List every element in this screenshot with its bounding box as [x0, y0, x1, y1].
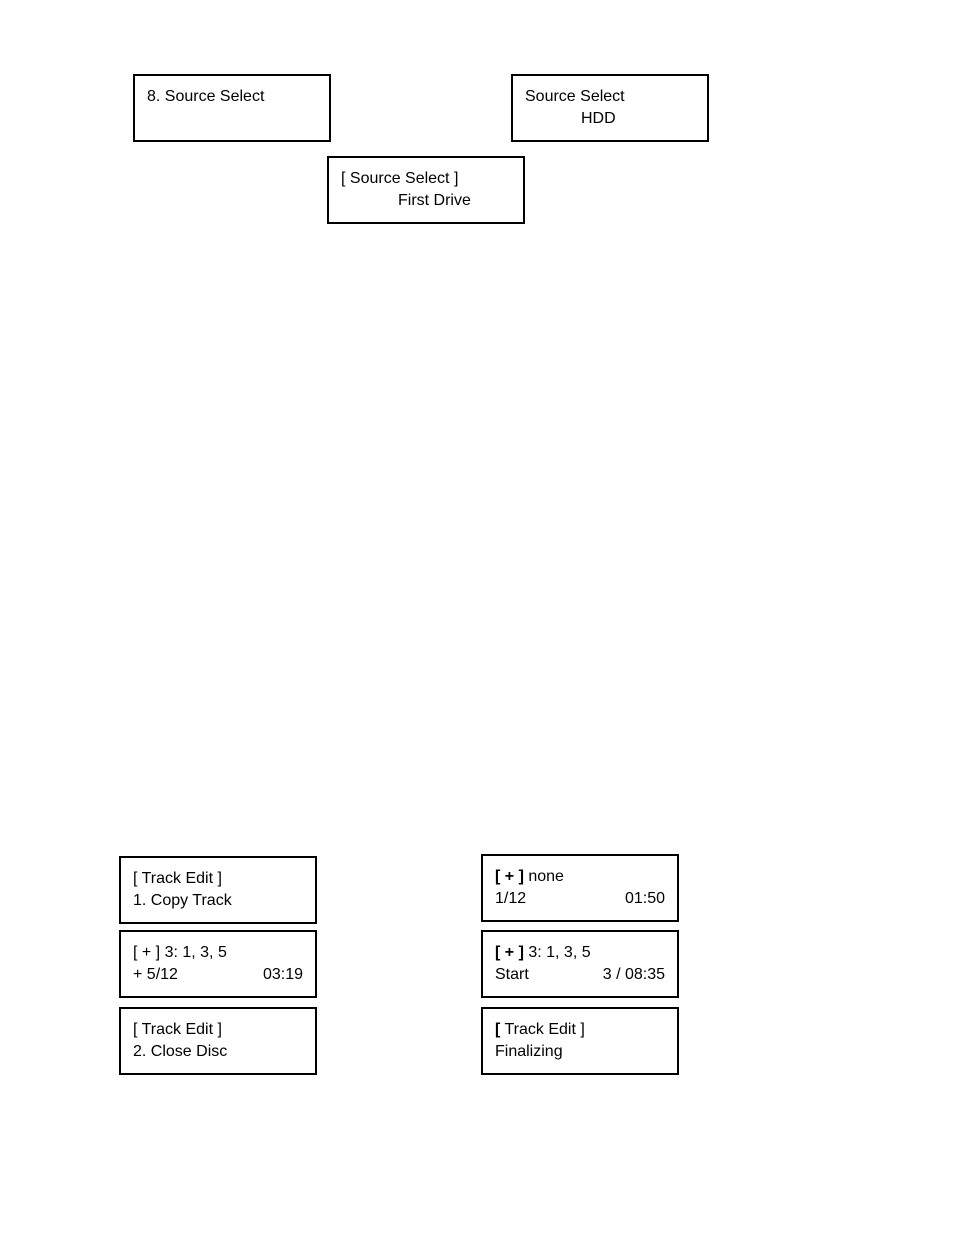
selection-text: none — [524, 868, 564, 885]
total-time: 03:19 — [263, 964, 303, 986]
lcd-line-2: HDD — [525, 108, 695, 130]
lcd-line-2 — [147, 108, 317, 130]
lcd-line-2: 1/12 01:50 — [495, 888, 665, 910]
lcd-line-1: Source Select — [525, 86, 695, 108]
lcd-source-select-value: Source Select HDD — [511, 74, 709, 142]
lcd-track-edit-finalizing: [ Track Edit ] Finalizing — [481, 1007, 679, 1075]
lcd-source-select-menu: 8. Source Select — [133, 74, 331, 142]
lcd-line-2: Finalizing — [495, 1041, 665, 1063]
lcd-line-2: 1. Copy Track — [133, 890, 303, 912]
lcd-track-edit-selected-tracks: [ + ] 3: 1, 3, 5 + 5/12 03:19 — [119, 930, 317, 998]
lcd-track-edit-copy-track: [ Track Edit ] 1. Copy Track — [119, 856, 317, 924]
lcd-line-1: [ Track Edit ] — [495, 1019, 665, 1041]
lcd-track-edit-close-disc: [ Track Edit ] 2. Close Disc — [119, 1007, 317, 1075]
lcd-line-1: [ + ] 3: 1, 3, 5 — [495, 942, 665, 964]
track-counter: + 5/12 — [133, 966, 178, 983]
lcd-track-edit-none-selected: [ + ] none 1/12 01:50 — [481, 854, 679, 922]
title-text: Track Edit ] — [500, 1021, 584, 1038]
start-label: Start — [495, 966, 529, 983]
lcd-line-2: First Drive — [341, 190, 511, 212]
lcd-line-1: [ Track Edit ] — [133, 1019, 303, 1041]
lcd-line-1: [ Source Select ] — [341, 168, 511, 190]
lcd-line-2: Start 3 / 08:35 — [495, 964, 665, 986]
lcd-line-2: + 5/12 03:19 — [133, 964, 303, 986]
lcd-line-1: 8. Source Select — [147, 86, 317, 108]
lcd-line-1: [ + ] none — [495, 866, 665, 888]
lcd-source-select-setting: [ Source Select ] First Drive — [327, 156, 525, 224]
track-time: 01:50 — [625, 888, 665, 910]
selection-marker: [ + ] — [495, 944, 524, 961]
lcd-track-edit-start: [ + ] 3: 1, 3, 5 Start 3 / 08:35 — [481, 930, 679, 998]
lcd-line-1: [ Track Edit ] — [133, 868, 303, 890]
lcd-line-2: 2. Close Disc — [133, 1041, 303, 1063]
lcd-line-1: [ + ] 3: 1, 3, 5 — [133, 942, 303, 964]
selection-marker: [ + ] — [495, 868, 524, 885]
selection-text: 3: 1, 3, 5 — [524, 944, 591, 961]
track-count-time: 3 / 08:35 — [603, 964, 665, 986]
track-counter: 1/12 — [495, 890, 526, 907]
